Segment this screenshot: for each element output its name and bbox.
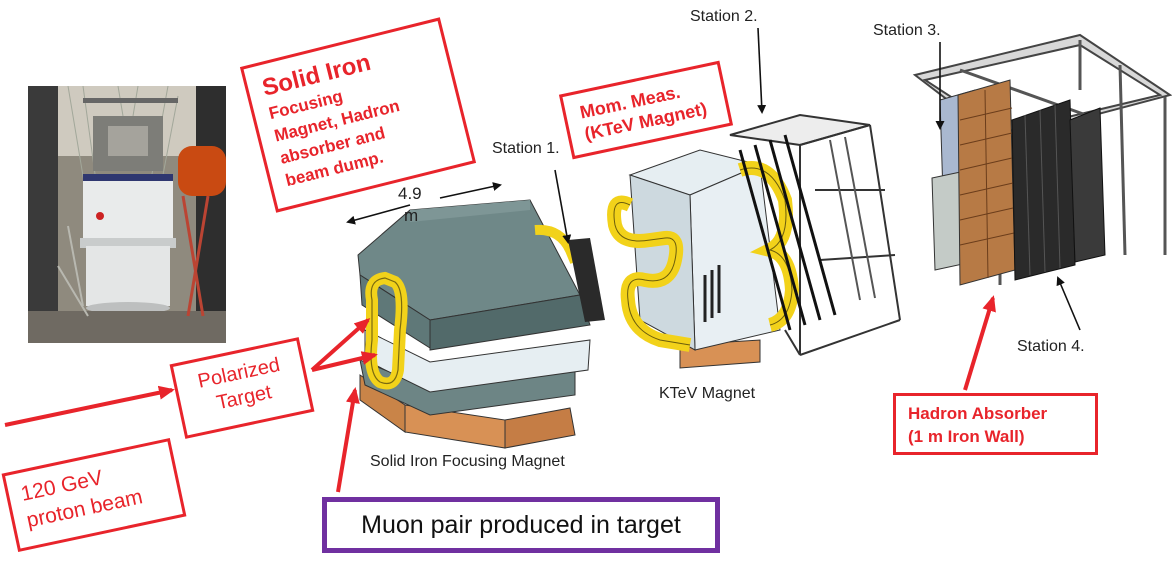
length-unit-label: m — [404, 206, 419, 225]
length-value-label: 4.9 — [398, 184, 422, 203]
hadron-absorber-line-1: Hadron Absorber — [908, 404, 1048, 423]
pointer-arrows — [346, 27, 1081, 331]
station4-label: Station 4. — [1017, 338, 1085, 355]
station2-label: Station 2. — [690, 8, 758, 25]
muon-pair-annotation: Muon pair produced in target — [322, 497, 720, 553]
hadron-absorber-annotation: Hadron Absorber (1 m Iron Wall) — [893, 393, 1098, 455]
station2-frame — [729, 113, 901, 356]
solid-iron-magnet-label: Solid Iron Focusing Magnet — [370, 453, 565, 470]
station3-label: Station 3. — [873, 22, 941, 39]
beam-arrows — [4, 295, 996, 493]
absorber-station3-4 — [912, 33, 1172, 286]
muon-pair-text: Muon pair produced in target — [361, 511, 681, 539]
ktev-magnet — [607, 149, 800, 369]
ktev-magnet-label: KTeV Magnet — [659, 385, 756, 402]
station1-label: Station 1. — [492, 140, 560, 157]
solid-iron-magnet — [357, 199, 605, 449]
target-photo — [28, 86, 226, 343]
hadron-absorber-line-2: (1 m Iron Wall) — [908, 427, 1025, 446]
